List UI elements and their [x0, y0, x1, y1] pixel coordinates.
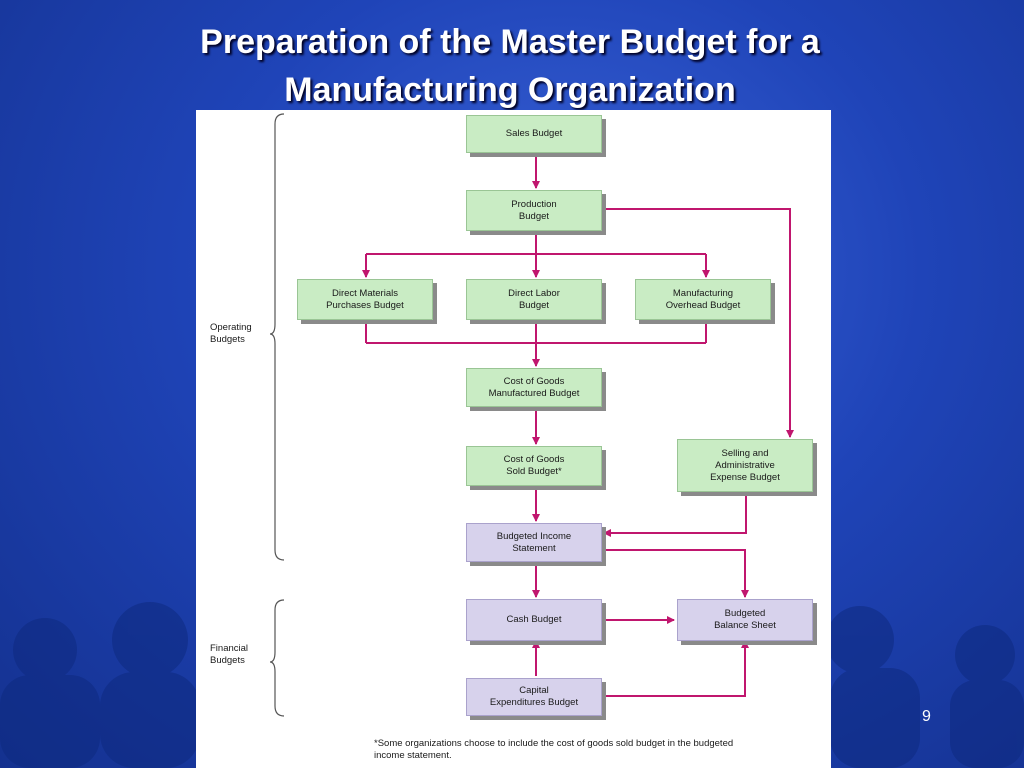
slide-title-line-1: Preparation of the Master Budget for a — [200, 23, 820, 61]
arrow-capital-to-balance — [604, 640, 749, 697]
footnote: *Some organizations choose to include th… — [374, 738, 734, 761]
cogm-budget-box: Cost of Goods Manufactured Budget — [466, 368, 602, 407]
production-budget-box: Production Budget — [466, 190, 602, 231]
brace-operating — [269, 113, 285, 561]
operating-budgets-label: Operating Budgets — [210, 322, 252, 345]
budgeted-balance-sheet-box: Budgeted Balance Sheet — [677, 599, 813, 641]
page-number: 9 — [922, 708, 931, 725]
direct-labor-budget-box: Direct Labor Budget — [466, 279, 602, 320]
arrow-production-to-selling — [601, 208, 794, 438]
manufacturing-overhead-budget-box: Manufacturing Overhead Budget — [635, 279, 771, 320]
budgeted-income-statement-box: Budgeted Income Statement — [466, 523, 602, 562]
financial-budgets-label: Financial Budgets — [210, 643, 249, 666]
cash-budget-box: Cash Budget — [466, 599, 602, 641]
sales-budget-box: Sales Budget — [466, 115, 602, 153]
cogs-budget-box: Cost of Goods Sold Budget* — [466, 446, 602, 486]
slide-title-line-2: Manufacturing Organization — [284, 71, 736, 109]
selling-admin-expense-budget-box: Selling and Administrative Expense Budge… — [677, 439, 813, 492]
diagram-connectors — [269, 113, 794, 717]
master-budget-diagram: Sales Budget Production Budget Direct Ma… — [196, 110, 831, 768]
arrow-income-to-balance — [604, 549, 749, 598]
direct-materials-purchases-budget-box: Direct Materials Purchases Budget — [297, 279, 433, 320]
brace-financial — [269, 599, 285, 717]
arrow-selling-to-income — [603, 492, 747, 537]
capital-expenditures-budget-box: Capital Expenditures Budget — [466, 678, 602, 716]
